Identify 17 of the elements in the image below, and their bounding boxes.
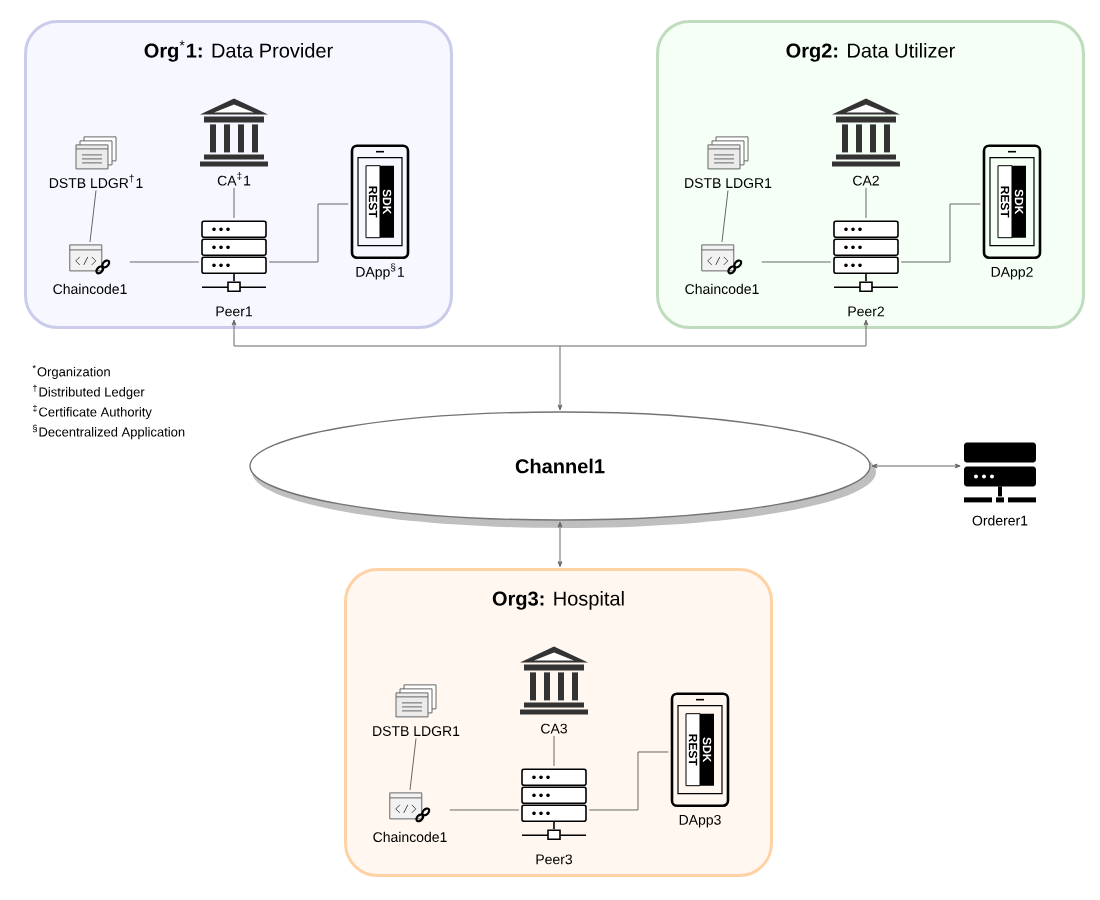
connector	[559, 319, 869, 347]
connector	[865, 187, 867, 219]
connector	[449, 809, 520, 811]
connector	[721, 189, 729, 243]
connector	[588, 751, 669, 811]
connector	[557, 521, 563, 568]
connector	[268, 203, 349, 263]
connector	[129, 261, 200, 263]
connector	[900, 203, 981, 263]
connector	[871, 463, 961, 469]
connector	[557, 345, 563, 411]
connector	[89, 189, 97, 243]
connector	[231, 319, 561, 347]
connector	[553, 735, 555, 767]
connector	[409, 737, 417, 791]
connector	[761, 261, 832, 263]
connector	[233, 187, 235, 219]
